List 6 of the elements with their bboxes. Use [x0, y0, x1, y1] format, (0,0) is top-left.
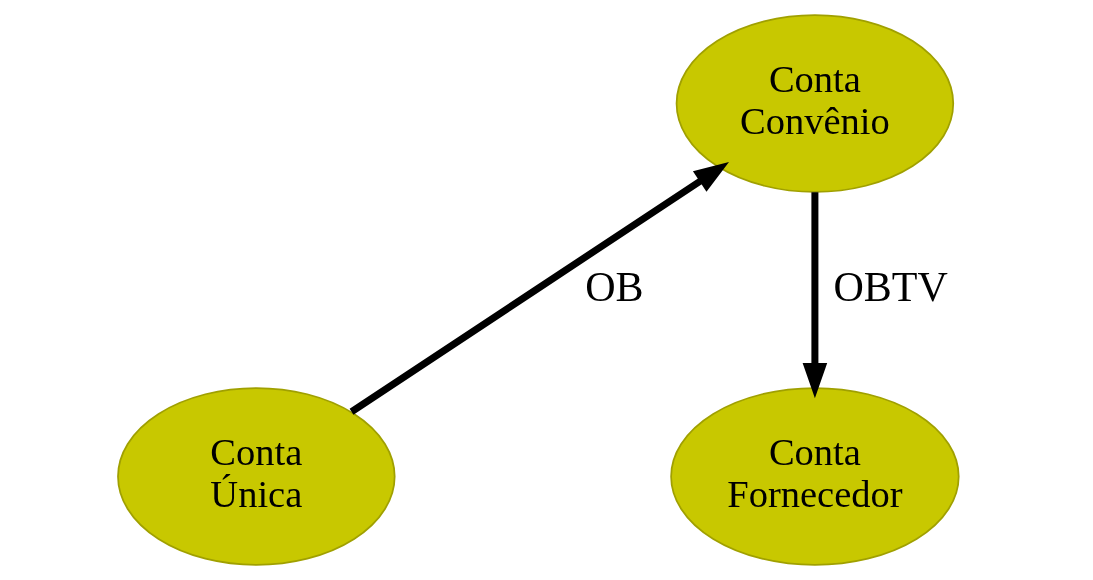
edge-label: OB: [584, 263, 644, 310]
node-ellipse: Conta Única: [116, 387, 396, 566]
arrow: [802, 192, 827, 399]
arrow: [349, 162, 729, 415]
edge-label: OBTV: [832, 263, 947, 310]
node-ellipse: Conta Fornecedor: [669, 387, 960, 566]
